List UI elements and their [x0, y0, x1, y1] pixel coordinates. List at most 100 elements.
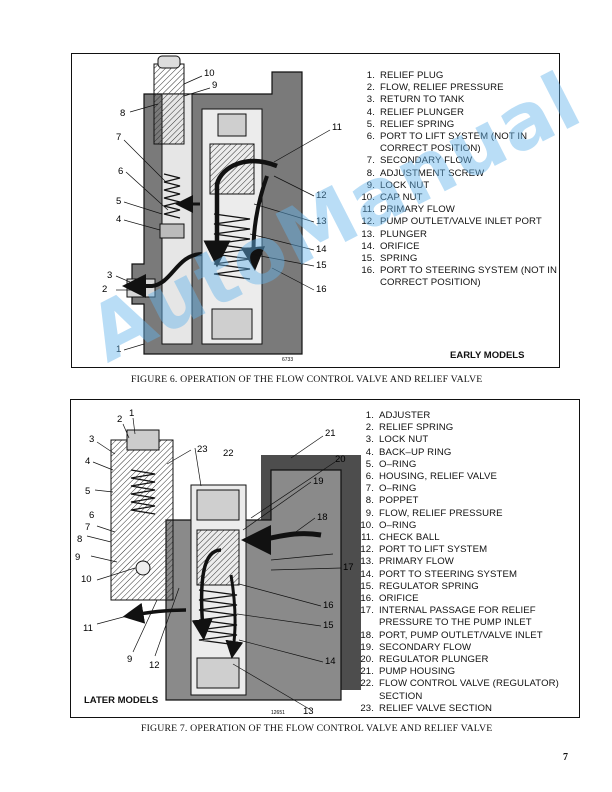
- legend-item: 11. PRIMARY FLOW: [360, 204, 557, 216]
- legend-item: 6.PORT TO LIFT SYSTEM (NOT IN CORRECT PO…: [360, 131, 557, 155]
- callout-15: 15: [316, 260, 327, 271]
- callout-14: 14: [316, 244, 327, 255]
- legend-item-number: 5.: [366, 118, 375, 130]
- figure-6-caption: FIGURE 6. OPERATION OF THE FLOW CONTROL …: [131, 374, 483, 385]
- legend-item-number: 3.: [365, 434, 374, 446]
- callout-11: 11: [332, 122, 342, 133]
- legend-item: 21. PUMP HOUSING: [359, 666, 559, 678]
- legend-item-number: 22.: [360, 678, 374, 690]
- callout-4: 4: [116, 214, 121, 225]
- legend-item-text: O–RING: [379, 483, 417, 495]
- legend-item: 17.INTERNAL PASSAGE FOR RELIEF PRESSURE …: [359, 605, 559, 629]
- legend-item: 9.FLOW, RELIEF PRESSURE: [359, 508, 559, 520]
- legend-item-number: 10.: [360, 519, 374, 531]
- legend-item-text: REGULATOR SPRING: [379, 580, 479, 592]
- legend-item-text: CHECK BALL: [379, 532, 440, 544]
- legend-item-text: PRIMARY FLOW: [380, 204, 455, 216]
- callout-16: 16: [316, 284, 327, 295]
- legend-item-text: HOUSING, RELIEF VALVE: [379, 471, 497, 483]
- legend-item-number: 8.: [366, 167, 375, 179]
- legend-item-text: PORT TO LIFT SYSTEM: [379, 544, 488, 556]
- legend-item-text: ADJUSTMENT SCREW: [380, 167, 485, 179]
- legend-item-number: 21.: [360, 666, 374, 678]
- legend-item-number: 8.: [365, 495, 374, 507]
- legend-item-text: ORIFICE: [379, 593, 419, 605]
- page-number: 7: [563, 752, 568, 763]
- legend-item: 2. FLOW, RELIEF PRESSURE: [360, 82, 557, 94]
- later-models-label: LATER MODELS: [84, 695, 159, 706]
- legend-item-text: PORT, PUMP OUTLET/VALVE INLET: [379, 629, 543, 641]
- legend-item: 18. PORT, PUMP OUTLET/VALVE INLET: [359, 630, 559, 642]
- legend-item-number: 1.: [365, 410, 374, 421]
- callout-18: 18: [317, 512, 328, 523]
- drawing-number: 6733: [282, 357, 293, 363]
- legend-item-text: PLUNGER: [380, 228, 428, 240]
- callout-20: 20: [335, 454, 346, 465]
- callout-7: 7: [85, 522, 90, 533]
- callout-10: 10: [204, 68, 215, 79]
- legend-item: 5.O–RING: [359, 459, 559, 471]
- legend-item-text: PORT TO STEERING SYSTEM (NOT IN CORRECT …: [380, 265, 558, 289]
- legend-item: 1. ADJUSTER: [359, 410, 559, 422]
- legend-item: 9.LOCK NUT: [360, 180, 557, 192]
- callout-1: 1: [129, 408, 134, 419]
- legend-item-number: 13.: [361, 228, 375, 240]
- callout-12: 12: [316, 190, 327, 201]
- legend-item: 4.RELIEF PLUNGER: [360, 107, 557, 119]
- legend-item-number: 18.: [360, 629, 374, 641]
- legend-item-number: 7.: [366, 155, 375, 167]
- callout-3: 3: [107, 270, 112, 281]
- callout-11: 11: [83, 623, 93, 634]
- legend-item: 6.HOUSING, RELIEF VALVE: [359, 471, 559, 483]
- legend-item-number: 2.: [366, 82, 375, 94]
- callout-21: 21: [325, 428, 336, 439]
- legend-item-number: 20.: [360, 654, 374, 666]
- legend-item-text: PRIMARY FLOW: [379, 556, 454, 568]
- early-models-label: EARLY MODELS: [450, 350, 525, 361]
- legend-item-text: PUMP OUTLET/VALVE INLET PORT: [380, 216, 542, 228]
- callout-1: 1: [116, 344, 121, 355]
- callout-9-left: 9: [75, 552, 80, 563]
- legend-item-text: FLOW, RELIEF PRESSURE: [379, 507, 503, 519]
- legend-item-number: 11.: [362, 204, 375, 216]
- legend-item-text: O–RING: [379, 519, 417, 531]
- legend-item-number: 4.: [366, 106, 375, 118]
- legend-item-number: 14.: [360, 568, 374, 580]
- callout-17: 17: [343, 562, 354, 573]
- legend-item: 13.PRIMARY FLOW: [359, 556, 559, 568]
- legend-item-text: LOCK NUT: [379, 434, 429, 446]
- legend-item: 16.ORIFICE: [359, 593, 559, 605]
- callout-13: 13: [303, 706, 314, 717]
- legend-item-text: FLOW, RELIEF PRESSURE: [380, 82, 504, 94]
- callout-14: 14: [325, 656, 336, 667]
- legend-item: 5.RELIEF SPRING: [360, 119, 557, 131]
- legend-item: 2.RELIEF SPRING: [359, 422, 559, 434]
- callout-9-bottom: 9: [127, 654, 132, 665]
- legend-item-text: ADJUSTER: [379, 410, 431, 421]
- legend-item-number: 6.: [366, 131, 375, 143]
- legend-item-number: 23.: [360, 702, 374, 714]
- legend-item-text: PUMP HOUSING: [379, 666, 456, 678]
- legend-item: 23. RELIEF VALVE SECTION: [359, 703, 559, 715]
- legend-item-text: RELIEF VALVE SECTION: [379, 702, 493, 714]
- legend-item: 12.PORT TO LIFT SYSTEM: [359, 544, 559, 556]
- legend-item-text: INTERNAL PASSAGE FOR RELIEF PRESSURE TO …: [379, 605, 536, 629]
- legend-item-text: POPPET: [379, 495, 419, 507]
- legend-item-text: BACK–UP RING: [379, 446, 452, 458]
- callout-2: 2: [102, 284, 107, 295]
- callout-6: 6: [118, 166, 123, 177]
- legend-item: 15.REGULATOR SPRING: [359, 581, 559, 593]
- callout-19: 19: [313, 476, 324, 487]
- callout-22: 22: [223, 448, 234, 459]
- callout-5: 5: [85, 486, 90, 497]
- callout-4: 4: [85, 456, 90, 467]
- legend-item-text: CAP NUT: [380, 192, 423, 204]
- figure-7-panel: 1 2 3 4 5 6 7 8 9 9 10 11 12 13 14 15 16…: [70, 399, 580, 718]
- callout-9: 9: [212, 80, 217, 91]
- legend-item: 7.O–RING: [359, 483, 559, 495]
- legend-item-text: RELIEF PLUG: [380, 70, 444, 81]
- legend-item-text: PORT TO STEERING SYSTEM: [379, 568, 518, 580]
- legend-item-number: 1.: [366, 70, 375, 81]
